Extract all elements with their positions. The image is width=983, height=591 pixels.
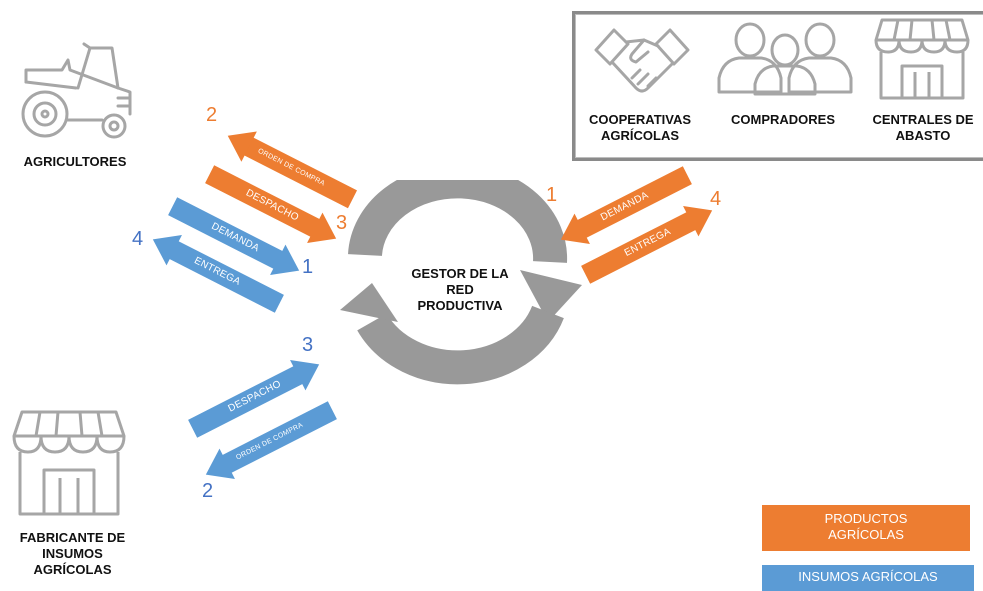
cycle-arrow-bottom-head: [340, 283, 398, 322]
cycle-arrow-top: [348, 180, 568, 263]
cooperatives-label: COOPERATIVAS AGRÍCOLAS: [588, 112, 692, 143]
fab-step-3: 3: [302, 334, 314, 356]
center-label: GESTOR DE LA RED PRODUCTIVA: [411, 266, 509, 313]
cycle-arrow-bottom: [357, 305, 564, 385]
tractor-icon: [21, 42, 132, 139]
markets-label: CENTRALES DE ABASTO: [872, 112, 974, 143]
cycle-diagram: [340, 180, 582, 385]
legend-inputs: INSUMOS AGRÍCOLAS: [762, 565, 974, 591]
buyer-step-4: 4: [710, 188, 722, 210]
manufacturer-label: FABRICANTE DE INSUMOS AGRÍCOLAS: [19, 530, 126, 577]
buyers-label: COMPRADORES: [730, 112, 835, 127]
market-store-icon: [874, 18, 970, 100]
farm-step-1: 1: [302, 256, 314, 278]
store-icon: [12, 410, 126, 516]
people-icon: [717, 22, 853, 96]
cycle-arrow-top-head: [520, 270, 582, 322]
farm-step-2: 2: [206, 104, 218, 126]
farm-step-4: 4: [132, 228, 144, 250]
buyer-step-1: 1: [546, 184, 558, 206]
handshake-icon: [594, 28, 690, 93]
farmers-label: AGRICULTORES: [23, 154, 127, 169]
farm-step-3: 3: [336, 212, 348, 234]
fab-step-2: 2: [202, 480, 214, 502]
legend-products: PRODUCTOS AGRÍCOLAS: [762, 505, 970, 551]
